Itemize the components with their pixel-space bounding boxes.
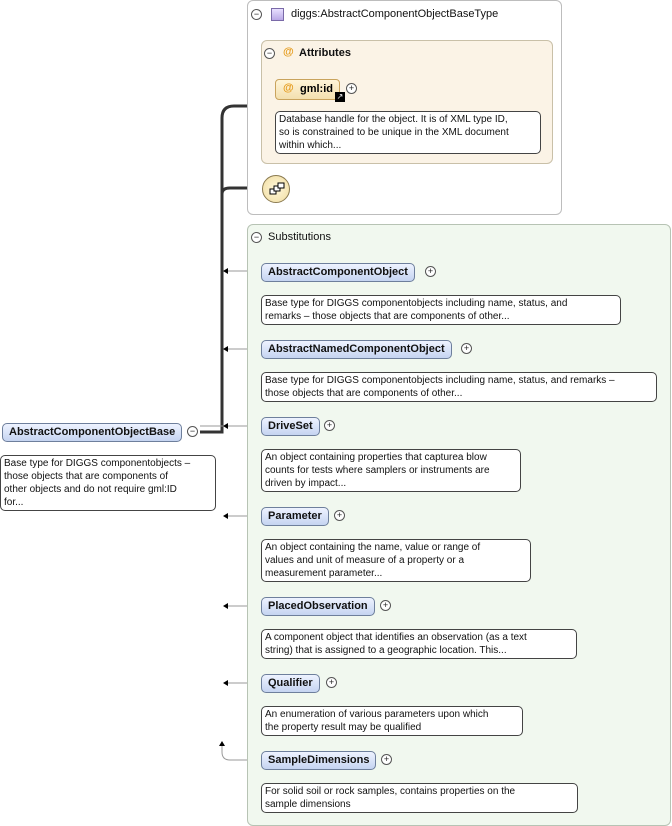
arrowhead-icon <box>223 603 228 609</box>
type-panel-title: diggs:AbstractComponentObjectBaseType <box>291 8 499 20</box>
collapse-attributes-icon[interactable]: − <box>264 48 275 59</box>
attribute-doc: Database handle for the object. It is of… <box>275 111 541 154</box>
attribute-name: gml:id <box>300 83 333 95</box>
element-doc: A component object that identifies an ob… <box>261 629 577 659</box>
element-abstract-named-component-object[interactable]: AbstractNamedComponentObject <box>261 340 452 359</box>
attributes-label: Attributes <box>299 47 351 59</box>
root-element[interactable]: AbstractComponentObjectBase <box>2 423 183 442</box>
element-placed-observation[interactable]: PlacedObservation <box>261 597 375 616</box>
expand-attribute-icon[interactable]: + <box>346 83 357 94</box>
expand-plus-icon[interactable]: + <box>461 343 472 354</box>
expand-plus-icon[interactable]: + <box>324 420 335 431</box>
attribute-at-icon: @ <box>283 46 294 58</box>
complex-type-icon <box>271 8 284 21</box>
element-doc: For solid soil or rock samples, contains… <box>261 783 578 813</box>
link-arrow-icon[interactable]: ↗ <box>335 92 345 102</box>
element-doc: An object containing the name, value or … <box>261 539 531 582</box>
element-sample-dimensions[interactable]: SampleDimensions <box>261 751 377 770</box>
substitutions-label: Substitutions <box>268 231 331 243</box>
sequence-glyph <box>269 182 285 195</box>
arrowhead-icon <box>223 268 228 274</box>
collapse-substitutions-icon[interactable]: − <box>251 232 262 243</box>
expand-plus-icon[interactable]: + <box>326 677 337 688</box>
arrowhead-icon <box>223 513 228 519</box>
arrowhead-icon <box>223 423 228 429</box>
expand-plus-icon[interactable]: + <box>380 600 391 611</box>
expand-plus-icon[interactable]: + <box>381 754 392 765</box>
arrowhead-up-icon <box>219 741 225 746</box>
element-qualifier[interactable]: Qualifier <box>261 674 320 693</box>
element-driveset[interactable]: DriveSet <box>261 417 320 436</box>
attribute-gml-id[interactable]: gml:id <box>275 79 340 100</box>
expand-plus-icon[interactable]: + <box>425 266 436 277</box>
element-doc: Base type for DIGGS componentobjects inc… <box>261 372 657 402</box>
element-doc: An object containing properties that cap… <box>261 449 521 492</box>
attribute-at-icon: @ <box>283 82 294 94</box>
element-parameter[interactable]: Parameter <box>261 507 329 526</box>
sequence-compositor-icon[interactable] <box>262 175 290 203</box>
element-abstract-component-object[interactable]: AbstractComponentObject <box>261 263 415 282</box>
collapse-type-icon[interactable]: − <box>251 9 262 20</box>
arrowhead-icon <box>223 680 228 686</box>
element-doc: Base type for DIGGS componentobjects inc… <box>261 295 621 325</box>
collapse-root-icon[interactable]: − <box>187 426 198 437</box>
arrowhead-icon <box>223 346 228 352</box>
root-doc: Base type for DIGGS componentobjects – t… <box>0 455 216 511</box>
expand-plus-icon[interactable]: + <box>334 510 345 521</box>
element-doc: An enumeration of various parameters upo… <box>261 706 523 736</box>
